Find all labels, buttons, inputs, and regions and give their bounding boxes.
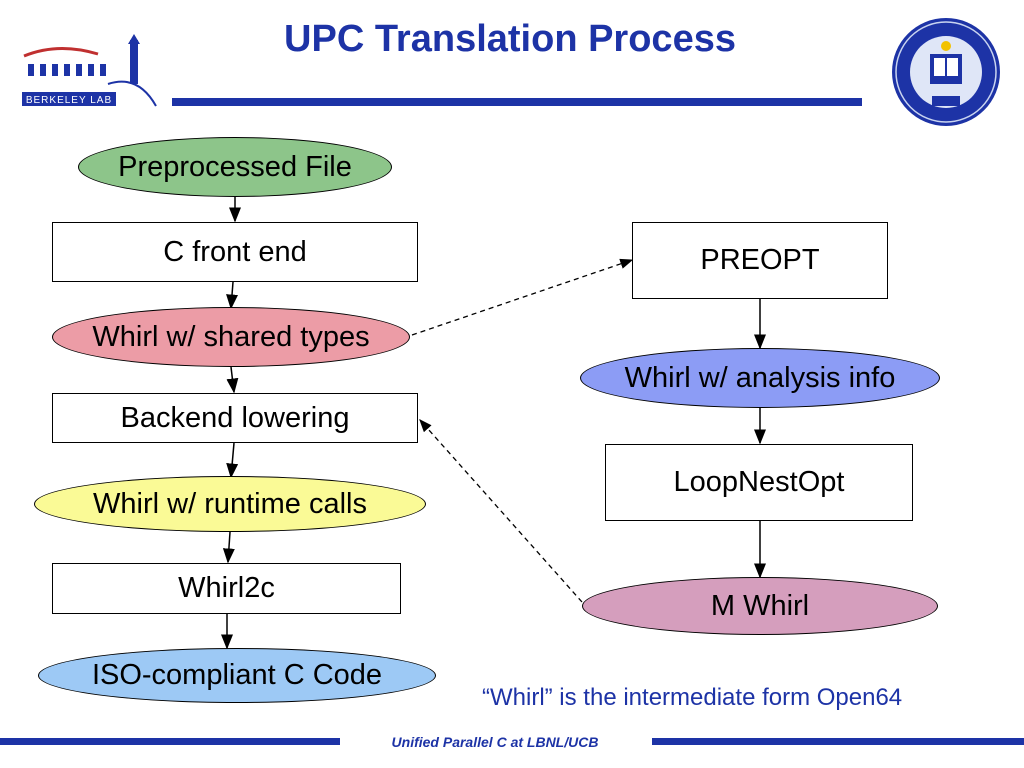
node-loopnestopt-label: LoopNestOpt xyxy=(673,466,845,498)
node-backend-lowering: Backend lowering xyxy=(52,393,418,443)
footer-rule-right xyxy=(652,738,1024,745)
node-m-whirl-label: M Whirl xyxy=(710,589,810,622)
title-underline xyxy=(172,98,862,106)
node-c-front-end: C front end xyxy=(52,222,418,282)
arrow-frontend-to-whirl-shared xyxy=(226,281,239,310)
node-backend-lowering-label: Backend lowering xyxy=(120,401,350,434)
arrow-whirl-runtime-to-whirl2c xyxy=(222,531,235,564)
dashed-arrow-whirl-shared-to-preopt xyxy=(411,258,634,336)
svg-text:BERKELEY LAB: BERKELEY LAB xyxy=(26,95,112,106)
footer-text: Unified Parallel C at LBNL/UCB xyxy=(391,734,599,750)
uc-berkeley-seal xyxy=(890,16,1002,128)
node-whirl-shared-types-label: Whirl w/ shared types xyxy=(92,320,370,353)
arrow-whirl-shared-to-backend xyxy=(226,366,239,394)
whirl-footnote: “Whirl” is the intermediate form Open64 xyxy=(482,684,903,711)
node-preopt-label: PREOPT xyxy=(700,244,820,276)
node-c-front-end-label: C front end xyxy=(163,235,307,268)
slide-title: UPC Translation Process xyxy=(284,18,736,60)
node-m-whirl: M Whirl xyxy=(582,577,938,635)
berkeley-lab-logo: BERKELEY LAB xyxy=(18,34,158,110)
node-preprocessed-file: Preprocessed File xyxy=(78,137,392,197)
node-iso-compliant-c-code: ISO-compliant C Code xyxy=(38,648,436,703)
node-whirl2c-label: Whirl2c xyxy=(178,572,275,604)
node-preopt: PREOPT xyxy=(632,222,888,299)
node-whirl2c: Whirl2c xyxy=(52,563,401,614)
footer-rule-left xyxy=(0,738,340,745)
node-whirl-shared-types: Whirl w/ shared types xyxy=(52,307,410,367)
node-whirl-runtime-calls-label: Whirl w/ runtime calls xyxy=(93,487,367,520)
node-preprocessed-file-label: Preprocessed File xyxy=(118,150,352,183)
node-iso-compliant-c-code-label: ISO-compliant C Code xyxy=(91,659,383,691)
node-loopnestopt: LoopNestOpt xyxy=(605,444,913,521)
dashed-arrow-m-whirl-to-backend xyxy=(419,419,583,603)
node-whirl-analysis-info: Whirl w/ analysis info xyxy=(580,348,940,408)
arrow-backend-to-whirl-runtime xyxy=(226,442,239,479)
node-whirl-analysis-info-label: Whirl w/ analysis info xyxy=(624,361,896,394)
node-whirl-runtime-calls: Whirl w/ runtime calls xyxy=(34,476,426,532)
